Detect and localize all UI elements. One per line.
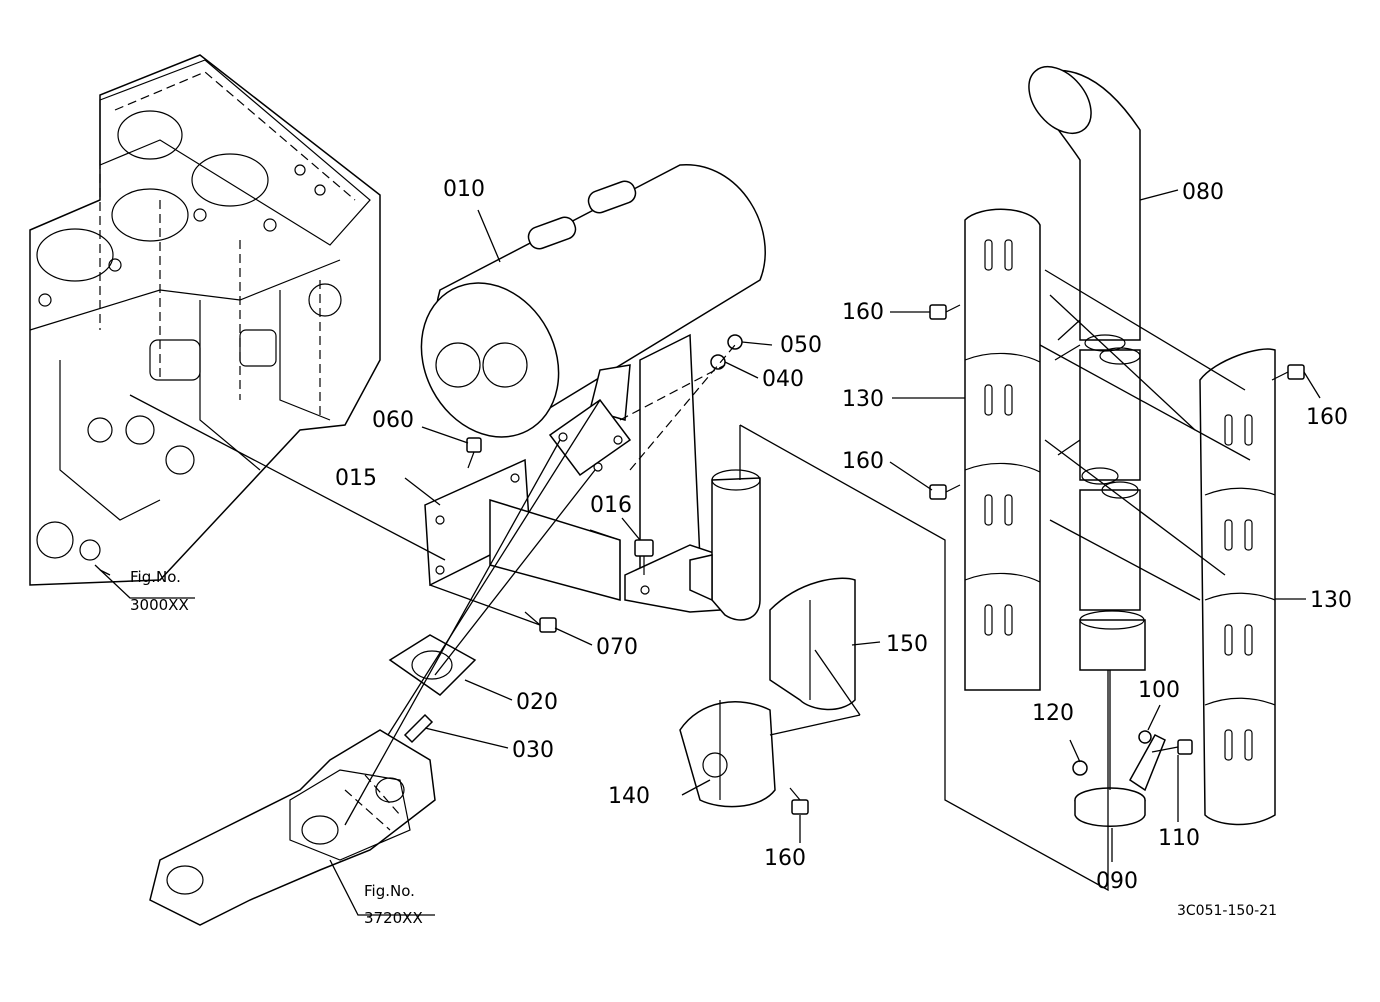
clamp [1074, 734, 1166, 827]
callout-140: 140 [608, 784, 650, 809]
callout-090: 090 [1096, 869, 1138, 894]
bolt-016 [634, 539, 654, 575]
callout-130-right: 130 [1310, 588, 1352, 613]
callout-070: 070 [596, 635, 638, 660]
callout-160-top-left: 160 [842, 300, 884, 325]
callout-020: 020 [516, 690, 558, 715]
fig-number: 3720XX [364, 909, 423, 927]
bolt-070 [524, 611, 557, 633]
nut-120 [1072, 760, 1088, 776]
leader-lines [94, 189, 1321, 916]
heat-guard-left [964, 208, 1041, 691]
bolt-160-c [1271, 364, 1305, 381]
stud-bolt-030 [403, 713, 434, 744]
bolt-160-a [929, 304, 961, 320]
muffler [420, 164, 766, 613]
assembly-lines [129, 269, 1251, 892]
tail-pipe [1028, 65, 1146, 671]
bracket [424, 458, 621, 601]
callout-040: 040 [762, 367, 804, 392]
bolt-160-d [789, 787, 809, 815]
extension-pipe [689, 469, 761, 621]
bolt-110 [1151, 739, 1193, 755]
callout-labels: 010 015 016 020 030 040 050 060 070 080 … [335, 177, 1352, 894]
callout-015: 015 [335, 466, 377, 491]
diagram-code: 3C051-150-21 [1177, 903, 1277, 919]
heat-guard-right [1199, 348, 1276, 826]
bolt-060 [466, 437, 482, 469]
heat-shield-140 [679, 700, 776, 808]
washer-040 [710, 354, 726, 370]
fig-label: Fig.No. [130, 568, 181, 586]
exhaust-manifold [149, 729, 436, 926]
fig-reference-manifold: Fig.No. 3720XX [364, 882, 423, 927]
fig-reference-engine: Fig.No. 3000XX [130, 568, 189, 614]
callout-016: 016 [590, 493, 632, 518]
callout-050: 050 [780, 333, 822, 358]
bolt-160-b [929, 484, 961, 500]
callout-030: 030 [512, 738, 554, 763]
fig-label: Fig.No. [364, 882, 415, 900]
callout-060: 060 [372, 408, 414, 433]
callout-120: 120 [1032, 701, 1074, 726]
washer-100 [1138, 730, 1152, 744]
callout-160-bottom: 160 [764, 846, 806, 871]
callout-080: 080 [1182, 180, 1224, 205]
engine-block [29, 54, 381, 586]
callout-160-right: 160 [1306, 405, 1348, 430]
fig-number: 3000XX [130, 596, 189, 614]
callout-150: 150 [886, 632, 928, 657]
callout-160-mid-left: 160 [842, 449, 884, 474]
callout-130-left: 130 [842, 387, 884, 412]
nut-050 [727, 334, 743, 350]
callout-100: 100 [1138, 678, 1180, 703]
callout-110: 110 [1158, 826, 1200, 851]
callout-010: 010 [443, 177, 485, 202]
